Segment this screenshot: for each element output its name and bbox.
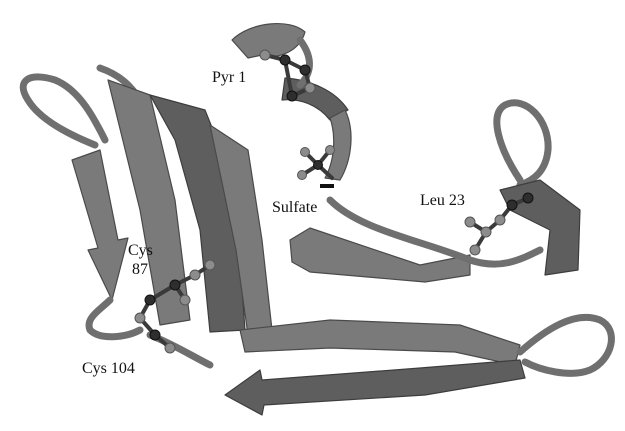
beta-strand-bottom: [225, 360, 525, 415]
label-leu23: Leu 23: [420, 192, 465, 209]
beta-strand-left: [72, 150, 128, 300]
leu23-molecule: [465, 193, 533, 255]
bottom-left-coil: [89, 300, 140, 337]
label-pyr1: Pyr 1: [212, 69, 246, 86]
left-loop-coil: [23, 77, 105, 145]
label-cys87-line2: 87: [132, 261, 148, 278]
sulfate-molecule: [298, 146, 335, 189]
bottom-right-loop-coil: [520, 317, 611, 373]
beta-strand-lower: [240, 320, 520, 365]
label-cys104: Cys 104: [82, 360, 135, 377]
helix-descending-segment: [325, 110, 351, 180]
label-sulfate: Sulfate: [272, 199, 317, 216]
right-loop-coil: [497, 103, 548, 185]
beta-strand-middle: [290, 228, 470, 282]
label-cys87-line1: Cys: [128, 242, 153, 259]
